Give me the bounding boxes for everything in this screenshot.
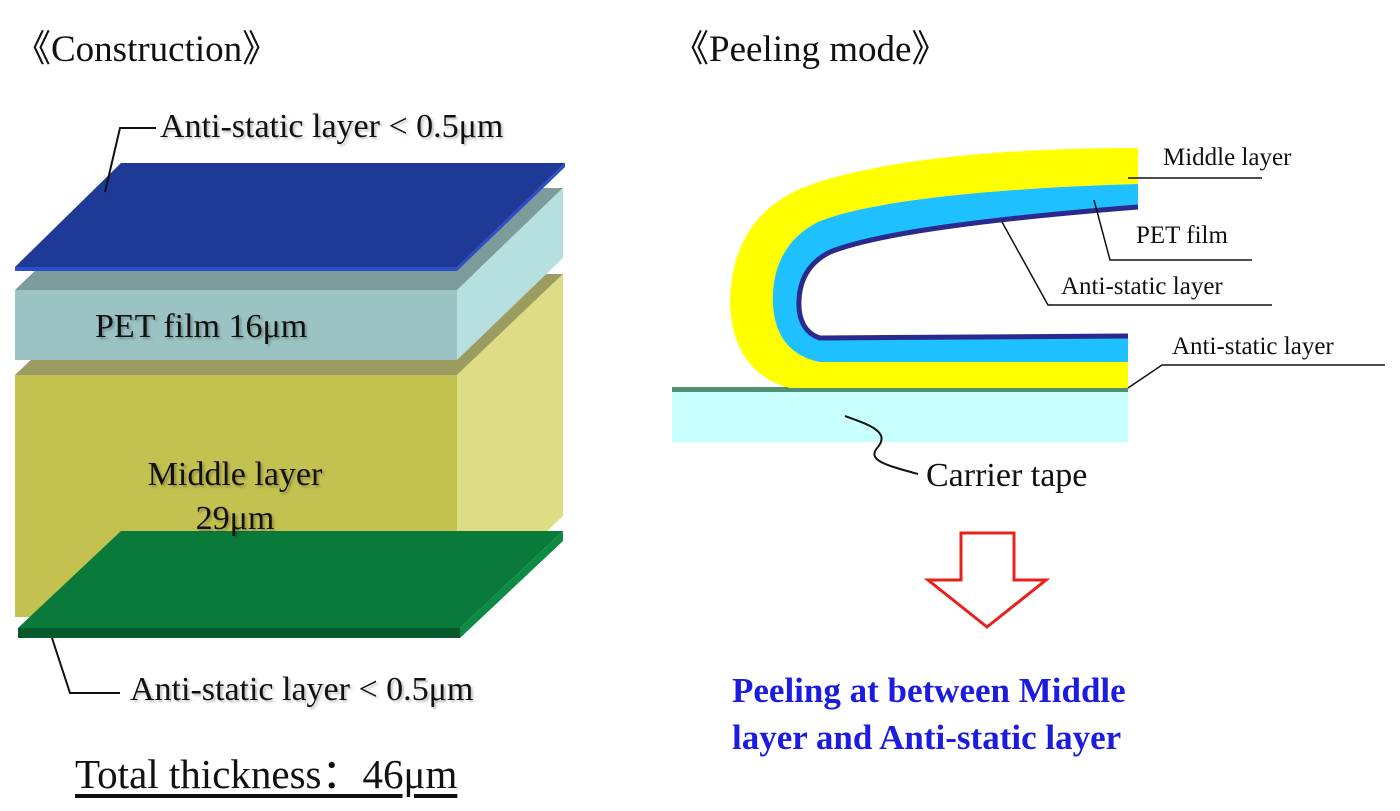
- bottom-anti-static-side-face: [460, 531, 563, 638]
- peel-pet-film: [772, 184, 1138, 362]
- label-anti-static-lower: Anti-static layer: [1172, 333, 1334, 360]
- conclusion-line-1: Peeling at between Middle: [732, 671, 1126, 710]
- peel-middle-layer: [730, 148, 1138, 388]
- pet-film-label: PET film 16μm: [95, 308, 308, 345]
- label-pet-film: PET film: [1136, 222, 1228, 249]
- leader-anti-static-upper: [1001, 221, 1272, 306]
- carrier-tape-surface-line: [672, 387, 1128, 392]
- bottom-anti-static-front-face: [18, 628, 460, 638]
- construction-stack: [15, 127, 565, 694]
- peeling-conclusion: Peeling at between Middle layer and Anti…: [732, 667, 1372, 761]
- peel-anti-static-layer: [796, 204, 1139, 341]
- label-anti-static-upper: Anti-static layer: [1061, 273, 1223, 300]
- middle-layer-thickness: 29μm: [195, 500, 275, 537]
- total-thickness: Total thickness：46μm: [75, 751, 458, 797]
- bottom-callout-leader: [51, 637, 120, 694]
- construction-heading: 《Construction》: [14, 29, 280, 70]
- middle-layer-label: Middle layer: [147, 456, 323, 493]
- top-callout-leader: [104, 127, 156, 193]
- leader-anti-static-lower: [1127, 364, 1385, 389]
- peeling-mode-heading: 《Peeling mode》: [672, 29, 949, 70]
- bottom-anti-static-top-face: [18, 531, 563, 628]
- down-arrow-icon: [923, 531, 1051, 629]
- top-anti-static-layer: [15, 163, 565, 267]
- pet-film-side-face: [457, 188, 563, 360]
- leader-carrier-tape: [844, 415, 919, 475]
- conclusion-line-2: layer and Anti-static layer: [732, 718, 1122, 757]
- pet-film-front-face: [15, 290, 457, 360]
- label-carrier-tape: Carrier tape: [926, 457, 1088, 494]
- carrier-tape: [672, 390, 1128, 442]
- leader-pet-film: [1093, 199, 1252, 261]
- label-middle-layer: Middle layer: [1163, 144, 1292, 171]
- bottom-anti-static-callout: Anti-static layer < 0.5μm: [130, 671, 474, 708]
- top-anti-static-callout: Anti-static layer < 0.5μm: [160, 108, 504, 145]
